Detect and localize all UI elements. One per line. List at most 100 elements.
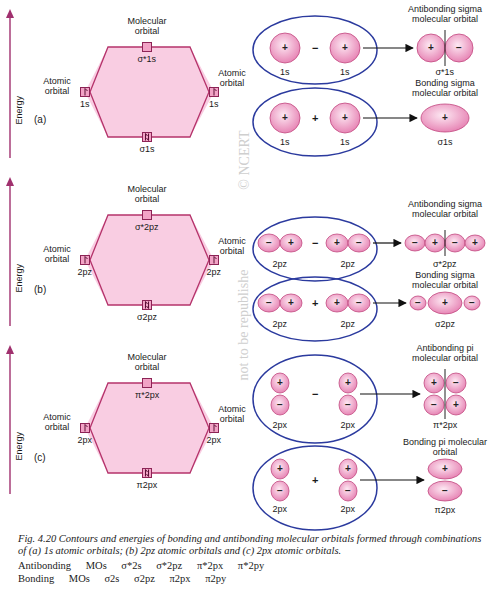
orbital-level-box: π2px: [142, 468, 152, 478]
electron-arrow: [147, 134, 149, 141]
hexagon-edge: [152, 47, 209, 92]
electron-arrows: [209, 423, 219, 433]
orbital-contour: +−2pz: [325, 233, 371, 253]
orbital-title: Bonding sigma molecular orbital: [397, 78, 493, 99]
phase-sign: −: [456, 42, 462, 54]
orbital-lobe: [417, 34, 445, 62]
orbital-contour: Antibonding sigma molecular orbital+−σ*1…: [416, 33, 474, 63]
orbital-contour: +−2px: [338, 458, 358, 502]
energy-arrowhead: [6, 345, 14, 354]
orbital-lobe: [465, 235, 485, 251]
phase-sign: +: [288, 237, 294, 249]
electron-arrow: [146, 134, 148, 141]
phase-sign: +: [431, 377, 437, 389]
watermark: not to be republishe: [236, 270, 252, 381]
orbital-contour: +1s: [329, 32, 361, 64]
annotation-circle: [253, 355, 377, 443]
orbital-lobe: [348, 234, 370, 252]
orbital-contour: +−2px: [338, 372, 358, 416]
orbital-contour: Bonding sigma molecular orbital−+−σ2pz: [409, 291, 481, 315]
phase-sign: −: [415, 297, 421, 309]
figure-caption: Fig. 4.20 Contours and energies of bondi…: [18, 533, 483, 557]
orbital-name: 2px: [273, 420, 288, 430]
electron-arrows: [142, 210, 152, 220]
phase-sign: +: [432, 237, 438, 249]
electron-arrow: [214, 425, 217, 432]
phase-sign: +: [334, 297, 340, 309]
orbital-name: σ2pz: [137, 312, 157, 322]
phase-sign: +: [277, 377, 283, 389]
orbital-name: 2pz: [207, 267, 222, 277]
phase-sign: −: [412, 237, 418, 249]
orbital-name: 1s: [280, 137, 290, 147]
phase-sign: −: [453, 377, 459, 389]
phase-sign: +: [345, 377, 351, 389]
hexagon-edge: [90, 215, 142, 260]
orbital-lobe: [326, 234, 348, 252]
orbital-name: 1s: [340, 67, 350, 77]
orbital-contour: +1s: [269, 32, 301, 64]
hexagon-edge: [90, 47, 142, 92]
axis-label: Energy: [14, 432, 24, 461]
phase-sign: +: [282, 42, 288, 54]
orbital-contour: Antibonding sigma molecular orbital−+−+σ…: [404, 233, 486, 253]
energy-axis: [9, 17, 10, 158]
phase-sign: +: [334, 237, 340, 249]
orbital-lobe: [348, 294, 370, 312]
axis-label: Energy: [14, 264, 24, 293]
electron-arrow: [147, 302, 149, 309]
orbital-level-box: σ2pz: [142, 300, 152, 310]
operator-sign: +: [312, 297, 318, 310]
orbital-name: 2pz: [273, 319, 288, 329]
combination-arrow: [373, 242, 401, 243]
phase-sign: −: [266, 297, 272, 309]
orbital-contour: −+2pz: [257, 233, 303, 253]
orbital-lobe: [326, 294, 348, 312]
orbital-title: Atomic orbital: [38, 412, 76, 433]
orbital-name: 1s: [340, 137, 350, 147]
operator-sign: −: [312, 42, 318, 55]
orbital-lobe: [405, 235, 425, 251]
orbital-lobe: [271, 459, 289, 479]
orbital-name: 1s: [80, 99, 90, 109]
electron-arrows: [209, 87, 219, 97]
orbital-name: σ1s: [438, 137, 453, 147]
orbital-lobe: [271, 395, 289, 415]
orbital-name: σ1s: [140, 144, 155, 154]
orbital-level-box: Atomic orbital2pz: [80, 255, 90, 265]
phase-sign: −: [442, 485, 448, 497]
orbital-name: 2pz: [78, 267, 93, 277]
orbital-title: Molecular orbital: [123, 184, 171, 205]
electron-arrow: [85, 257, 88, 264]
energy-axis: [9, 353, 10, 494]
phase-sign: +: [277, 463, 283, 475]
orbital-name: 2px: [78, 435, 93, 445]
orbital-lobe: [258, 234, 280, 252]
orbital-title: Molecular orbital: [123, 352, 171, 373]
orbital-lobe: [410, 296, 426, 310]
orbital-name: 1s: [280, 67, 290, 77]
operator-sign: −: [312, 237, 318, 250]
orbital-name: σ*1s: [138, 54, 157, 64]
orbital-name: σ*2pz: [135, 222, 159, 232]
phase-sign: −: [277, 485, 283, 497]
orbital-name: π*2px: [135, 390, 159, 400]
energy-arrowhead: [6, 177, 14, 186]
phase-sign: +: [442, 112, 448, 124]
annotation-circle: [253, 217, 377, 281]
orbital-title: Atomic orbital: [213, 236, 251, 257]
orbital-level-box: Atomic orbital1s: [209, 87, 219, 97]
orbital-lobe: [270, 103, 300, 133]
combination-arrow: [363, 117, 417, 118]
axis-label: Energy: [14, 96, 24, 125]
orbital-lobe: [428, 459, 462, 479]
orbital-lobe: [446, 373, 466, 393]
lobe-shape: [257, 293, 303, 313]
orbital-level-box: Atomic orbital2pz: [209, 255, 219, 265]
orbital-level-box: Molecular orbitalσ*2pz: [142, 210, 152, 220]
hexagon-edge: [90, 92, 142, 137]
orbital-lobe: [339, 459, 357, 479]
electron-arrow: [146, 302, 148, 309]
orbital-level-box: Atomic orbital1s: [80, 87, 90, 97]
